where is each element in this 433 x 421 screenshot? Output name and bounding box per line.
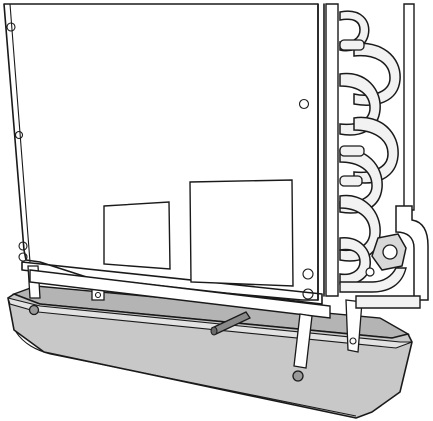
connection-pipe: [355, 295, 421, 309]
coil-tube-stub: [339, 175, 363, 187]
screw-hole: [298, 98, 310, 110]
coil-tube-bend: [353, 42, 401, 106]
bracket-center-hole: [94, 291, 102, 299]
cabinet-right-frame: [317, 3, 325, 301]
screw-hole: [14, 130, 24, 140]
service-valve-cap: [382, 244, 398, 260]
screw-hole: [6, 22, 16, 32]
coil-frame-back: [403, 3, 415, 211]
bracket-far-right-hole: [349, 337, 357, 345]
coil-tube-stub: [339, 39, 365, 51]
drain-pan-front-wall: [7, 293, 413, 419]
coil-tube-bend: [339, 194, 381, 262]
screw-hole: [302, 288, 314, 300]
access-panel-large: [189, 179, 294, 287]
coil-assembly: [325, 3, 429, 309]
cabinet-left-fold: [9, 3, 31, 263]
bracket-right-leg: [293, 313, 313, 369]
connection-pipe: [339, 267, 407, 293]
unit-cabinet: [3, 3, 325, 305]
drain-rod: [210, 311, 251, 336]
pan-hole-left: [28, 304, 40, 316]
access-panel-small: [103, 201, 171, 270]
drain-pan-rim: [7, 297, 413, 349]
header-pipe: [395, 205, 429, 301]
drain-pan-base-edge: [15, 331, 357, 417]
coil-tube-bend: [339, 237, 371, 286]
fitting: [365, 267, 375, 277]
coil-tube-stub: [339, 145, 365, 157]
coil-frame-front: [325, 3, 339, 297]
screw-hole: [18, 241, 28, 251]
screw-hole: [302, 268, 314, 280]
bracket-strap: [29, 269, 331, 319]
screw-hole: [18, 252, 28, 262]
pan-hole-right: [292, 370, 304, 382]
